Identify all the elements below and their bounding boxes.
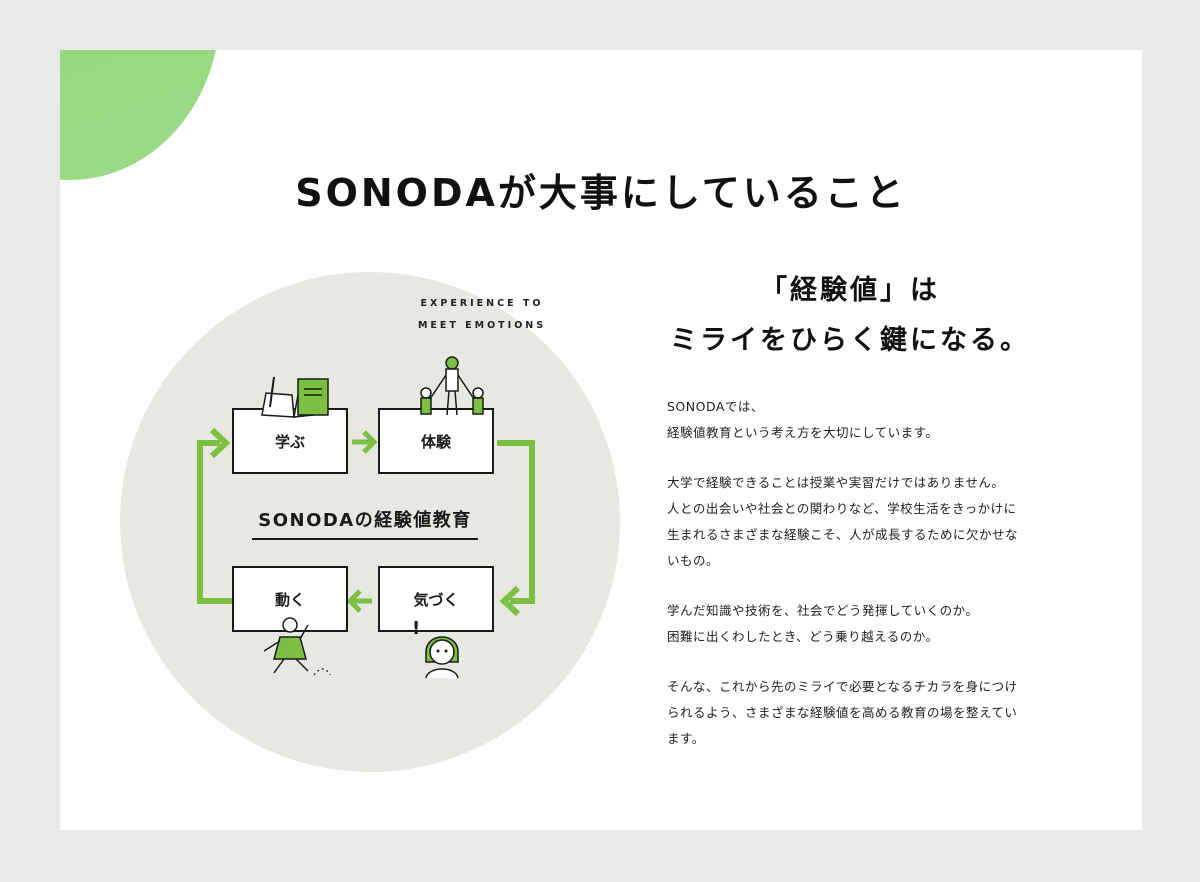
svg-text:!: ! (412, 618, 420, 639)
text-line: 大学で経験できることは授業や実習だけではありません。 (667, 475, 1005, 490)
text-line: 困難に出くわしたとき、どう乗り越えるのか。 (667, 629, 939, 644)
text-line: 人との出会いや社会との関わりなど、学校生活をきっかけに (667, 501, 1017, 516)
body-text: SONODAでは、 経験値教育という考え方を大切にしています。 大学で経験できる… (667, 394, 1067, 776)
book-pen-icon (261, 376, 329, 418)
content-card: SONODAが大事にしていること EXPERIENCE TO MEET EMOT… (60, 50, 1142, 830)
girl-face-icon: ! (412, 618, 459, 679)
diagram-subtitle-en: EXPERIENCE TO MEET EMOTIONS (402, 293, 562, 337)
text-line: ます。 (667, 731, 705, 746)
running-child-icon (263, 617, 331, 676)
text-line: 学んだ知識や技術を、社会でどう発揮していくのか。 (667, 603, 979, 618)
diagram-center-label: SONODAの経験値教育 (252, 506, 478, 540)
text-line: られるよう、さまざまな経験値を高める教育の場を整えてい (667, 705, 1018, 720)
paragraph: SONODAでは、 経験値教育という考え方を大切にしています。 (667, 394, 1067, 446)
subtitle-line: EXPERIENCE TO (420, 298, 544, 309)
heading-line-2: ミライをひらく鍵になる。 (670, 325, 1030, 356)
step-box-learn: 学ぶ (232, 408, 348, 474)
step-label: 体験 (420, 432, 451, 451)
paragraph: 大学で経験できることは授業や実習だけではありません。 人との出会いや社会との関わ… (667, 470, 1067, 574)
step-box-experience: 体験 (378, 408, 494, 474)
subtitle-line: MEET EMOTIONS (417, 320, 547, 331)
step-label: 動く (274, 590, 305, 609)
page-title: SONODAが大事にしていること (295, 171, 907, 215)
text-line: そんな、これから先のミライで必要となるチカラを身につけ (667, 679, 1018, 694)
text-line: 経験値教育という考え方を大切にしています。 (667, 425, 939, 440)
paragraph: 学んだ知識や技術を、社会でどう発揮していくのか。 困難に出くわしたとき、どう乗り… (667, 598, 1067, 650)
heading-line-1: 「経験値」は (760, 275, 940, 306)
family-icon (420, 356, 484, 416)
text-line: 生まれるさまざまな経験こそ、人が成長するために欠かせな (667, 527, 1019, 542)
text-line: いもの。 (667, 553, 720, 568)
paragraph: そんな、これから先のミライで必要となるチカラを身につけ られるよう、さまざまな経… (667, 674, 1067, 752)
step-box-notice: 気づく (378, 566, 494, 632)
diagram-background-circle (120, 272, 620, 772)
step-label: 学ぶ (274, 432, 305, 451)
cycle-arrows (197, 427, 535, 617)
text-line: SONODAでは、 (667, 399, 764, 414)
step-label: 気づく (413, 590, 459, 609)
